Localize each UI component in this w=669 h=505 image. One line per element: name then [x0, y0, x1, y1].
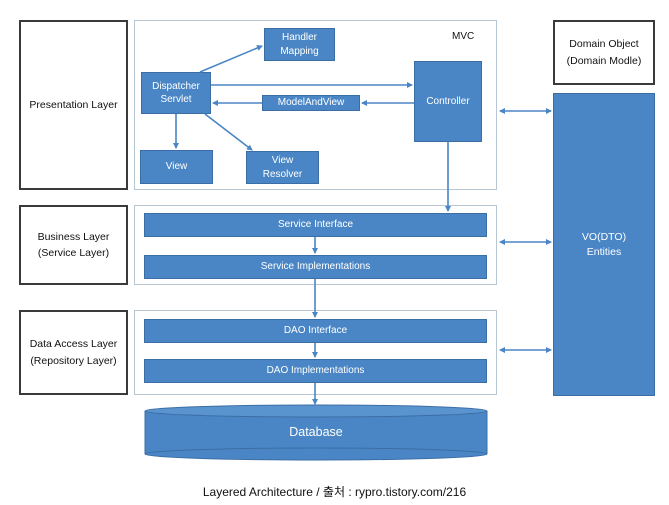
entities-label: VO(DTO): [581, 231, 627, 244]
presentation-layer-box: Presentation Layer: [19, 20, 128, 190]
dao-implementations-label: DAO Implementations: [266, 365, 365, 377]
service-implementations-label: Service Implementations: [260, 261, 371, 273]
business-layer-label: Business Layer: [37, 230, 110, 243]
view-resolver-label: View: [271, 155, 294, 166]
service-implementations-block: Service Implementations: [144, 255, 487, 279]
dispatcher-servlet-block: Dispatcher Servlet: [141, 72, 211, 114]
domain-object-sublabel: (Domain Modle): [566, 54, 642, 67]
entities-sublabel: Entities: [586, 245, 622, 258]
database-label: Database: [289, 425, 343, 439]
arrow-dispatcher-to-handler: [199, 45, 263, 73]
dispatcher-servlet-label: Dispatcher: [152, 80, 200, 92]
view-label: View: [165, 161, 188, 173]
dao-implementations-block: DAO Implementations: [144, 359, 487, 383]
dispatcher-servlet-sublabel: Servlet: [160, 94, 192, 105]
view-resolver-sublabel: Resolver: [262, 168, 303, 180]
data-access-layer-label: Data Access Layer: [29, 338, 118, 351]
domain-object-box: Domain Object (Domain Modle): [553, 20, 655, 85]
model-and-view-label: ModelAndView: [277, 97, 345, 109]
presentation-layer-label: Presentation Layer: [29, 98, 118, 111]
service-interface-label: Service Interface: [277, 219, 354, 231]
model-and-view-block: ModelAndView: [262, 95, 360, 111]
business-layer-sublabel: (Service Layer): [37, 247, 110, 259]
controller-block: Controller: [414, 61, 482, 142]
service-interface-block: Service Interface: [144, 213, 487, 237]
controller-label: Controller: [426, 95, 470, 107]
domain-object-label: Domain Object: [569, 38, 639, 51]
handler-mapping-sublabel: Mapping: [280, 45, 319, 57]
dao-interface-label: DAO Interface: [283, 325, 348, 337]
database-cylinder: [144, 404, 488, 461]
handler-mapping-label: Handler: [281, 32, 318, 43]
arrow-dispatcher-to-viewresolver: [204, 113, 253, 151]
handler-mapping-block: Handler Mapping: [264, 28, 335, 61]
figure-caption: Layered Architecture / 출처 : rypro.tistor…: [202, 485, 467, 499]
mvc-title: MVC: [452, 31, 475, 42]
entities-block: VO(DTO) Entities: [553, 93, 655, 396]
data-access-layer-sublabel: (Repository Layer): [30, 354, 117, 367]
view-resolver-block: View Resolver: [246, 151, 319, 184]
view-block: View: [140, 150, 213, 184]
dao-interface-block: DAO Interface: [144, 319, 487, 343]
data-access-layer-box: Data Access Layer (Repository Layer): [19, 310, 128, 395]
business-layer-box: Business Layer (Service Layer): [19, 205, 128, 285]
